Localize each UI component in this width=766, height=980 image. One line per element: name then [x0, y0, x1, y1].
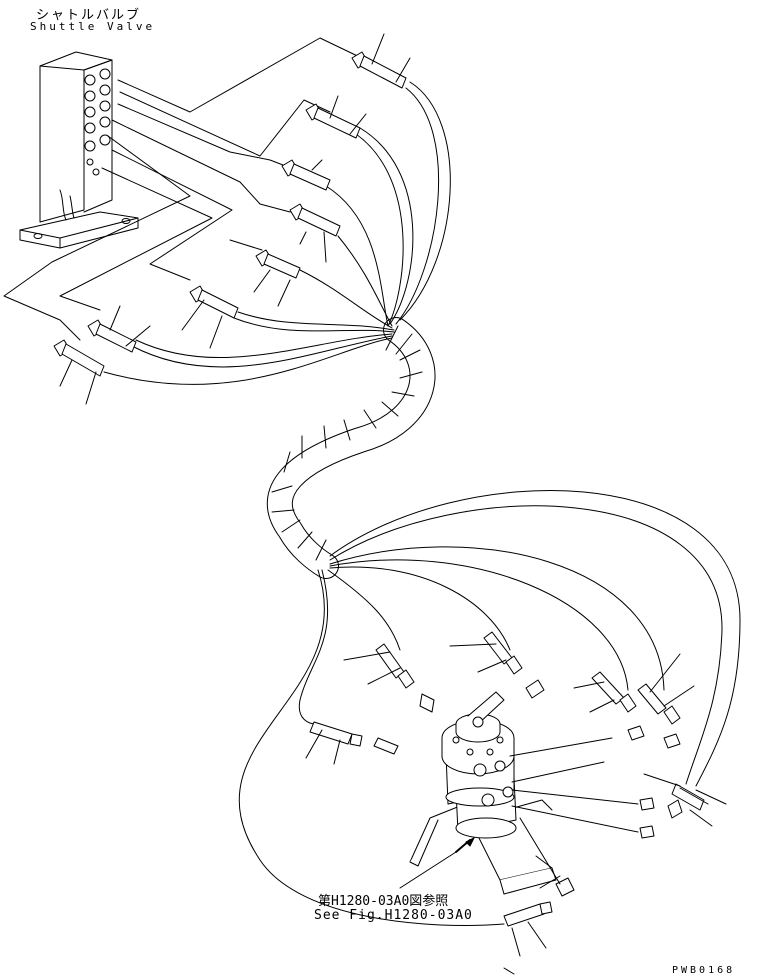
reference-english: See Fig.H1280-03A0: [314, 908, 473, 923]
valve-ports: [84, 68, 111, 176]
upper-hoses: [103, 81, 451, 385]
swivel-joint: [409, 691, 557, 895]
adapters: [373, 679, 681, 897]
lower-leaders: [305, 643, 727, 975]
upper-fittings: [53, 51, 407, 377]
upper-leaders: [59, 33, 411, 405]
shuttle-valve-block: [19, 51, 139, 249]
title-japanese: シャトルバルブ: [36, 8, 142, 23]
hose-bundle: [266, 317, 436, 579]
lower-hoses: [238, 489, 741, 926]
title-english: Shuttle Valve: [30, 20, 156, 33]
drawing-code: PWB0168: [672, 965, 736, 976]
reference-japanese: 第H1280-03A0図参照: [318, 894, 449, 909]
